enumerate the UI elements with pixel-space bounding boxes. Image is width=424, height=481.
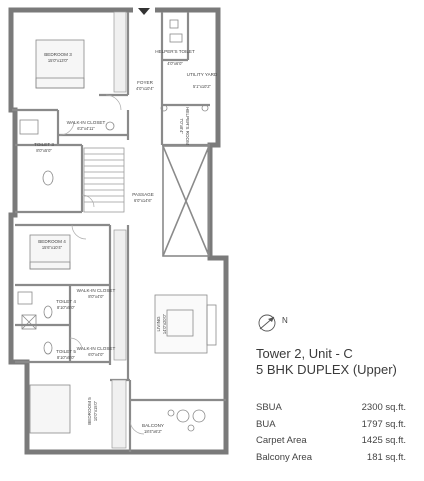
room-name: LIVING [156, 316, 161, 331]
staircase [83, 147, 125, 213]
room-foyer: FOYER 4'0"x10'4" [136, 80, 154, 91]
area-label: BUA [256, 418, 276, 430]
room-name: WALK-IN CLOSET [77, 288, 116, 293]
compass: N [256, 312, 416, 334]
north-arrow-icon [258, 314, 276, 332]
floor-plan: BEDROOM 3 15'0"x13'0" FOYER 4'0"x10'4" H… [8, 7, 229, 455]
room-name: TOILET 3 [34, 142, 54, 147]
room-dimension: 18'4"x6'2" [144, 429, 162, 434]
room-passage: PASSAGE 6'0"x14'6" [132, 192, 154, 203]
area-label: Balcony Area [256, 451, 312, 463]
area-row: BUA 1797 sq.ft. [256, 417, 406, 434]
room-bedroom-4: BEDROOM 4 15'6"x10'4" [38, 239, 66, 250]
room-name: UTILITY YARD [187, 72, 218, 77]
area-value: 2300 sq.ft. [361, 402, 406, 413]
room-utility-yard: UTILITY YARD 5'1"x10'2" [187, 72, 218, 89]
unit-title: Tower 2, Unit - C [256, 346, 353, 361]
room-helpers-room: HELPER'S ROOM 7'0"x8'4" [179, 107, 190, 145]
area-row: Balcony Area 181 sq.ft. [256, 450, 406, 467]
room-name: WALK-IN CLOSET [67, 120, 106, 125]
room-bedroom-3: BEDROOM 3 15'0"x13'0" [44, 52, 72, 63]
room-balcony: BALCONY 18'4"x6'2" [142, 423, 164, 434]
room-living: LIVING 14'0"x20'0" [156, 313, 167, 334]
bathroom-fixtures [17, 119, 54, 355]
room-name: BEDROOM 3 [44, 52, 72, 57]
room-walk-in-closet-2: WALK-IN CLOSET 8'0"x4'0" [77, 288, 116, 299]
room-name: BEDROOM 5 [87, 397, 92, 425]
room-walk-in-closet-3: WALK-IN CLOSET 6'0"x4'0" [77, 346, 116, 357]
entry-arrow-icon [138, 8, 150, 15]
room-toilet-4: TOILET 4 8'10"x5'0" [56, 299, 76, 310]
area-value: 181 sq.ft. [366, 451, 406, 463]
room-name: TOILET 5 [56, 349, 76, 354]
room-toilet-5: TOILET 5 8'10"x5'0" [56, 349, 76, 360]
room-dimension: 8'0"x4'0" [88, 294, 104, 299]
room-name: HELPER'S ROOM [185, 107, 190, 145]
area-label: SBUA [256, 402, 282, 413]
room-dimension: 15'0"x13'0" [48, 58, 69, 63]
room-name: WALK-IN CLOSET [77, 346, 116, 351]
room-name: HELPER'S TOILET [155, 49, 195, 54]
area-table: SBUA 2300 sq.ft. BUA 1797 sq.ft. Carpet … [256, 400, 406, 466]
room-name: TOILET 4 [56, 299, 76, 304]
room-name: BALCONY [142, 423, 164, 428]
furniture [29, 19, 217, 434]
room-dimension: 10'0"x15'0" [93, 400, 98, 421]
room-bedroom-5: BEDROOM 5 10'0"x15'0" [87, 397, 98, 425]
area-value: 1797 sq.ft. [361, 418, 406, 430]
room-name: BEDROOM 4 [38, 239, 66, 244]
room-dimension: 8'10"x5'0" [57, 305, 75, 310]
door-swings [59, 94, 145, 435]
area-label: Carpet Area [256, 435, 307, 446]
room-dimension: 4'0"x6'0" [167, 61, 183, 66]
room-dimension: 6'0"x14'6" [134, 198, 152, 203]
room-dimension: 8'0"x5'0" [36, 148, 52, 153]
room-name: FOYER [137, 80, 154, 85]
exterior-walls [8, 7, 229, 455]
room-toilet-3: TOILET 3 8'0"x5'0" [34, 142, 54, 153]
room-dimension: 5'1"x10'2" [193, 84, 211, 89]
unit-info-panel: N Tower 2, Unit - C 5 BHK DUPLEX (Upper)… [256, 312, 416, 466]
room-walk-in-closet-1: WALK-IN CLOSET 6'2"x4'11" [67, 120, 106, 131]
interior-walls [12, 12, 226, 452]
stair-void [162, 145, 210, 257]
wardrobes [111, 11, 127, 449]
room-dimension: 14'0"x20'0" [162, 313, 167, 334]
room-dimension: 6'0"x4'0" [88, 352, 104, 357]
room-dimension: 4'0"x10'4" [136, 86, 154, 91]
north-label: N [282, 315, 288, 325]
area-row: SBUA 2300 sq.ft. [256, 400, 406, 417]
unit-type: 5 BHK DUPLEX (Upper) [256, 362, 397, 377]
room-dimension: 6'2"x4'11" [77, 126, 95, 131]
area-row: Carpet Area 1425 sq.ft. [256, 433, 406, 450]
room-dimension: 7'0"x8'4" [179, 118, 184, 134]
room-dimension: 15'6"x10'4" [42, 245, 63, 250]
room-helpers-toilet: HELPER'S TOILET 4'0"x6'0" [155, 49, 195, 66]
area-value: 1425 sq.ft. [361, 435, 406, 446]
room-name: PASSAGE [132, 192, 154, 197]
room-dimension: 8'10"x5'0" [57, 355, 75, 360]
